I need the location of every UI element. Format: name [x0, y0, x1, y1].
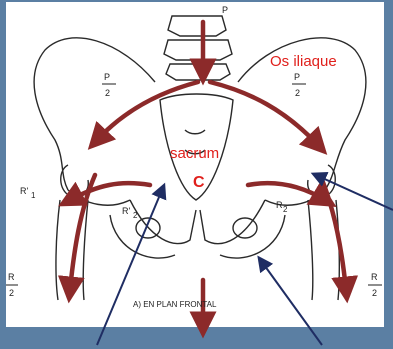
label-r2: R [276, 200, 283, 210]
caption-plan-frontal: A) EN PLAN FRONTAL [133, 300, 217, 309]
label-top-p: P [222, 5, 228, 15]
label-r-left-den: 2 [9, 288, 14, 298]
label-r-right-den: 2 [372, 288, 377, 298]
label-r1-sub: 1 [31, 191, 36, 200]
label-p-left-den: 2 [105, 88, 110, 98]
label-p-left-num: P [104, 72, 110, 82]
label-p-right-den: 2 [295, 88, 300, 98]
label-r-left-num: R [8, 272, 15, 282]
label-r2-prime: R' [122, 206, 130, 216]
label-c: C [193, 174, 205, 191]
paper-panel [6, 2, 384, 327]
label-p-right-num: P [294, 72, 300, 82]
label-r1-prime: R' [20, 186, 28, 196]
label-r2-sub: 2 [133, 211, 138, 220]
label-r2-right-sub: 2 [283, 205, 288, 214]
label-r-right-num: R [371, 272, 378, 282]
label-os-iliaque: Os iliaque [270, 53, 337, 70]
label-sacrum: sacrum [170, 145, 219, 162]
